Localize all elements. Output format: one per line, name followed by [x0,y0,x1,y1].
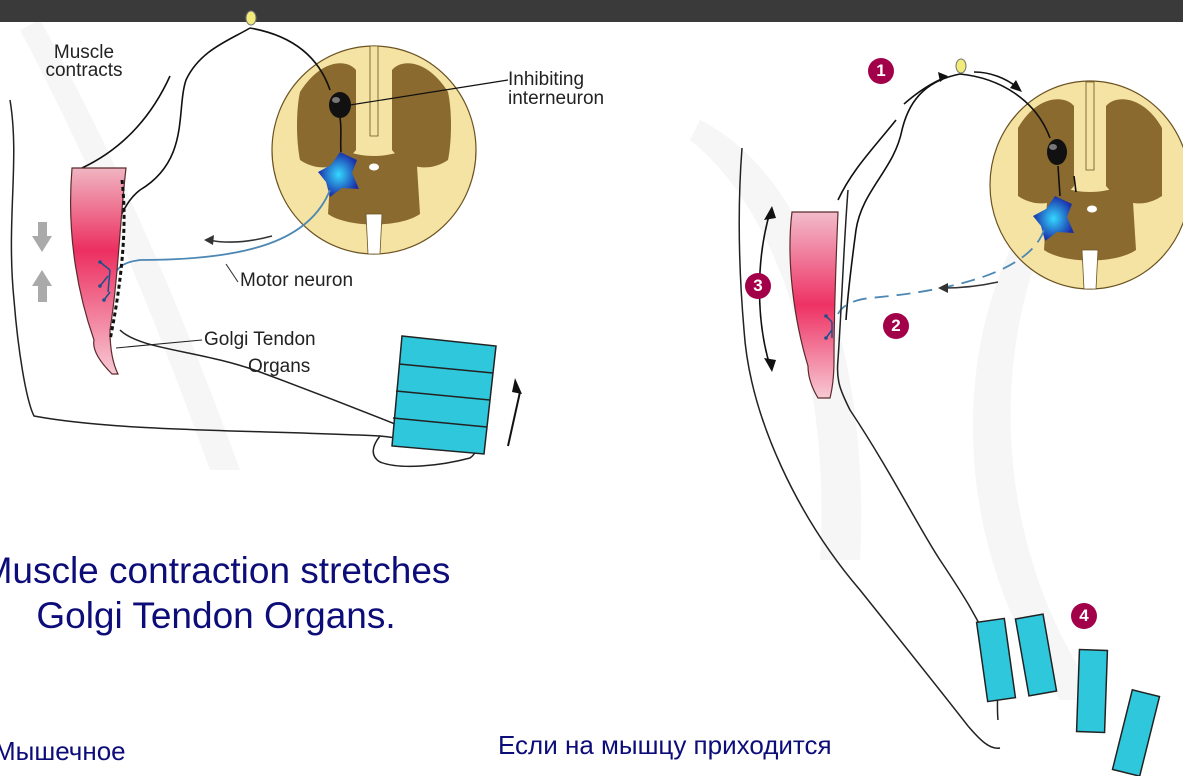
sensory-ganglion-left [246,11,256,25]
step-badge-4: 4 [1071,603,1097,629]
contraction-arrows [32,222,52,302]
russian-text-right: Если на мышцу приходится [498,730,832,760]
muscle-contracts-label: Muscle contracts [24,44,144,80]
inhibiting-interneuron-right [1047,139,1067,165]
weight-left [392,336,496,454]
russian-text-left: Мышечное [0,736,126,766]
sensory-ganglion-right [956,59,966,73]
motor-arrow-left [208,236,272,242]
caption-text: Muscle contraction stretches Golgi Tendo… [0,548,452,638]
golgi-tendon-label: Golgi Tendon [204,330,316,349]
spinal-cord-left [272,46,476,254]
inhibiting-interneuron-label: Inhibiting interneuron [508,70,648,108]
motor-label-line [226,264,238,282]
golgi-organs-label: Organs [248,357,310,376]
spinal-cord-right [990,81,1183,289]
step-badge-3: 3 [745,273,771,299]
motor-neuron-label: Motor neuron [240,271,353,290]
lift-arrow-left [508,378,522,446]
step-badge-1: 1 [868,58,894,84]
inhibiting-interneuron-left [329,92,351,118]
muscle-right [790,212,838,398]
step-badge-2: 2 [883,313,909,339]
